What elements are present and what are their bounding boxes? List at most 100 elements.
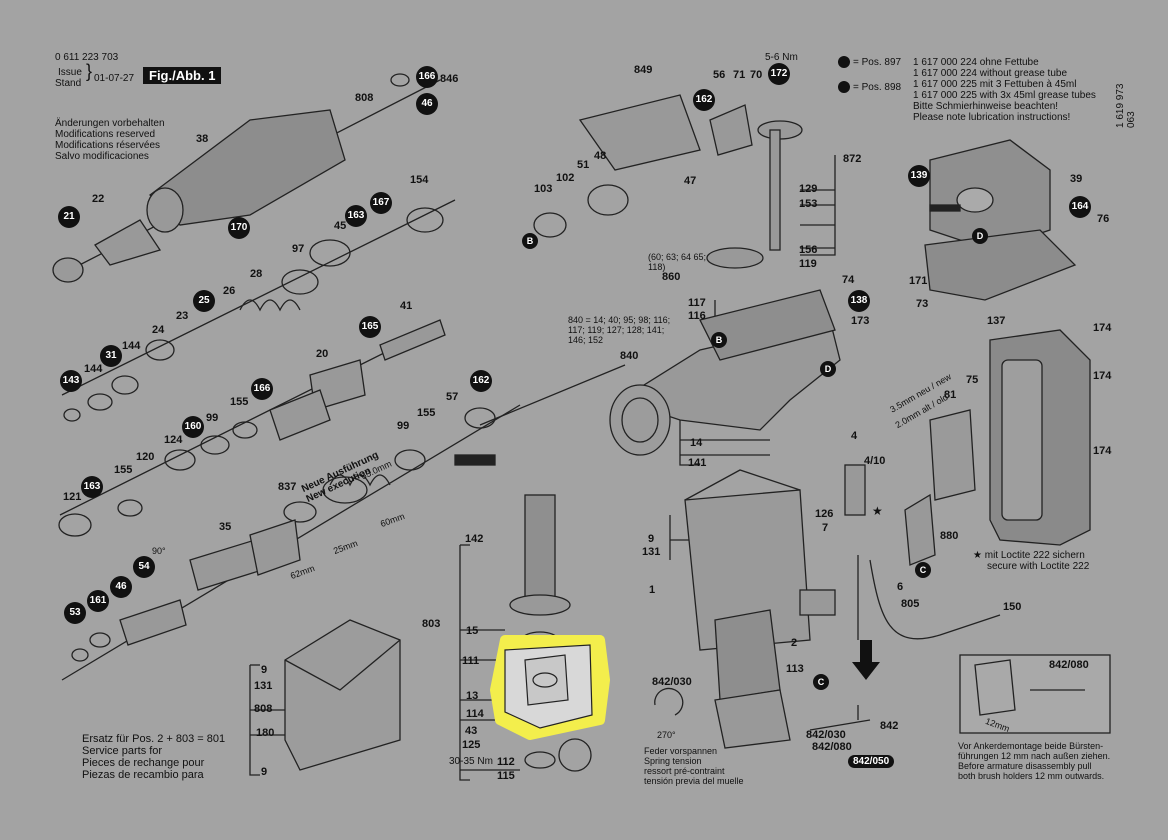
figure-label: Fig./Abb. 1 [143, 67, 222, 84]
part-badge: 167 [370, 192, 392, 214]
part-badge: 163 [345, 205, 367, 227]
part-label: 125 [462, 739, 481, 751]
pos840-list: 840 = 14; 40; 95; 98; 116; 117; 119; 127… [568, 315, 671, 345]
part-label: 180 [256, 727, 275, 739]
part-label: 155 [114, 464, 133, 476]
part-badge: 162 [693, 89, 715, 111]
issue-date: 01-07-27 [94, 73, 135, 84]
part-label: 137 [987, 315, 1006, 327]
part-label: 28 [250, 268, 263, 280]
angle-90: 90° [152, 546, 166, 556]
grease-dot-icon [838, 56, 850, 68]
part-label: 849 [634, 64, 653, 76]
part-label: 57 [446, 391, 459, 403]
part-label: 174 [1093, 445, 1112, 457]
part-badge: 172 [768, 63, 790, 85]
part-label: 56 [713, 69, 726, 81]
part-label: 116 [688, 310, 706, 322]
part-badge: 170 [228, 217, 250, 239]
part-label: 880 [940, 530, 959, 542]
part-label: 154 [410, 174, 429, 186]
part-label: 38 [196, 133, 209, 145]
part-label: 23 [176, 310, 189, 322]
pos898-label: = Pos. 898 [853, 82, 902, 93]
part-badge: 46 [416, 93, 438, 115]
part-badge: 21 [58, 206, 80, 228]
marker-c: C [915, 562, 931, 578]
part-label: 97 [292, 243, 305, 255]
lubrication-note: 1 617 000 224 ohne Fettube 1 617 000 224… [913, 57, 1096, 123]
part-label: 75 [966, 374, 979, 386]
part-label: 26 [223, 285, 236, 297]
part-label: 7 [822, 522, 829, 534]
part-label: 121 [63, 491, 82, 503]
modifications-note: Änderungen vorbehalten Modifications res… [55, 118, 165, 162]
part-label: 102 [556, 172, 575, 184]
part-label: 142 [465, 533, 484, 545]
part-label: 15 [466, 625, 479, 637]
part-label: 113 [786, 663, 804, 675]
part-badge: 31 [100, 345, 122, 367]
service-parts-note: Ersatz für Pos. 2 + 803 = 801 Service pa… [82, 733, 226, 781]
part-badge: 166 [251, 378, 273, 400]
part-label: 20 [316, 348, 329, 360]
part-label: 131 [642, 546, 661, 558]
torque-top: 5-6 Nm [765, 52, 798, 63]
part-badge: 138 [848, 290, 870, 312]
part-badge: 54 [133, 556, 155, 578]
part-label: 81 [944, 389, 957, 401]
part-label: 846 [440, 73, 459, 85]
part-label: 842/080 [1049, 659, 1089, 671]
part-label: 24 [152, 324, 165, 336]
part-label: 141 [688, 457, 707, 469]
part-label: 71 [733, 69, 746, 81]
marker-b: B [522, 233, 538, 249]
loctite-note: ★ mit Loctite 222 sichern secure with Lo… [973, 550, 1090, 572]
part-label: 805 [901, 598, 920, 610]
part-label: 99 [397, 420, 410, 432]
part-label: 144 [122, 340, 141, 352]
part-label: 22 [92, 193, 105, 205]
torque-bottom: 30-35 Nm [449, 756, 493, 767]
part-label: 112 [497, 756, 515, 768]
part-label: 150 [1003, 601, 1022, 613]
part-label: 43 [465, 725, 478, 737]
part-label: 119 [799, 258, 817, 270]
angle-270: 270° [657, 730, 676, 740]
brush-holder-note: Vor Ankerdemontage beide Bürsten- führun… [958, 741, 1111, 781]
document-number: 1 619 973 063 [1115, 83, 1137, 129]
part-label: 840 [620, 350, 639, 362]
star-icon: ★ [872, 504, 883, 518]
grease-dot-icon [838, 81, 850, 93]
part-label: 103 [534, 183, 553, 195]
part-badge: 164 [1069, 196, 1091, 218]
part-label: 73 [916, 298, 929, 310]
part-label: 2 [791, 637, 798, 649]
part-label: 842/030 [806, 729, 846, 741]
part-badge: 163 [81, 476, 103, 498]
marker-b: B [711, 332, 727, 348]
part-label: 174 [1093, 322, 1112, 334]
pos-list: (60; 63; 64 65; 118) [648, 252, 707, 272]
part-badge: 166 [416, 66, 438, 88]
part-label: 48 [594, 150, 607, 162]
part-label: 842/080 [812, 741, 852, 753]
part-label-highlight: 842/050 [848, 755, 895, 768]
part-label: 808 [355, 92, 374, 104]
marker-d: D [820, 361, 836, 377]
part-label: 171 [909, 275, 928, 287]
part-label: 1 [649, 584, 656, 596]
part-label: 842 [880, 720, 899, 732]
part-label: 126 [815, 508, 834, 520]
pos897-label: = Pos. 897 [853, 57, 902, 68]
part-label: 153 [799, 198, 818, 210]
part-label: 808 [254, 703, 273, 715]
stand-label: Stand [55, 78, 82, 89]
part-label: 99 [206, 412, 219, 424]
part-label: 9 [261, 766, 268, 778]
part-label: 174 [1093, 370, 1112, 382]
part-badge: 162 [470, 370, 492, 392]
part-label: 111 [462, 655, 480, 667]
part-label: 41 [400, 300, 413, 312]
